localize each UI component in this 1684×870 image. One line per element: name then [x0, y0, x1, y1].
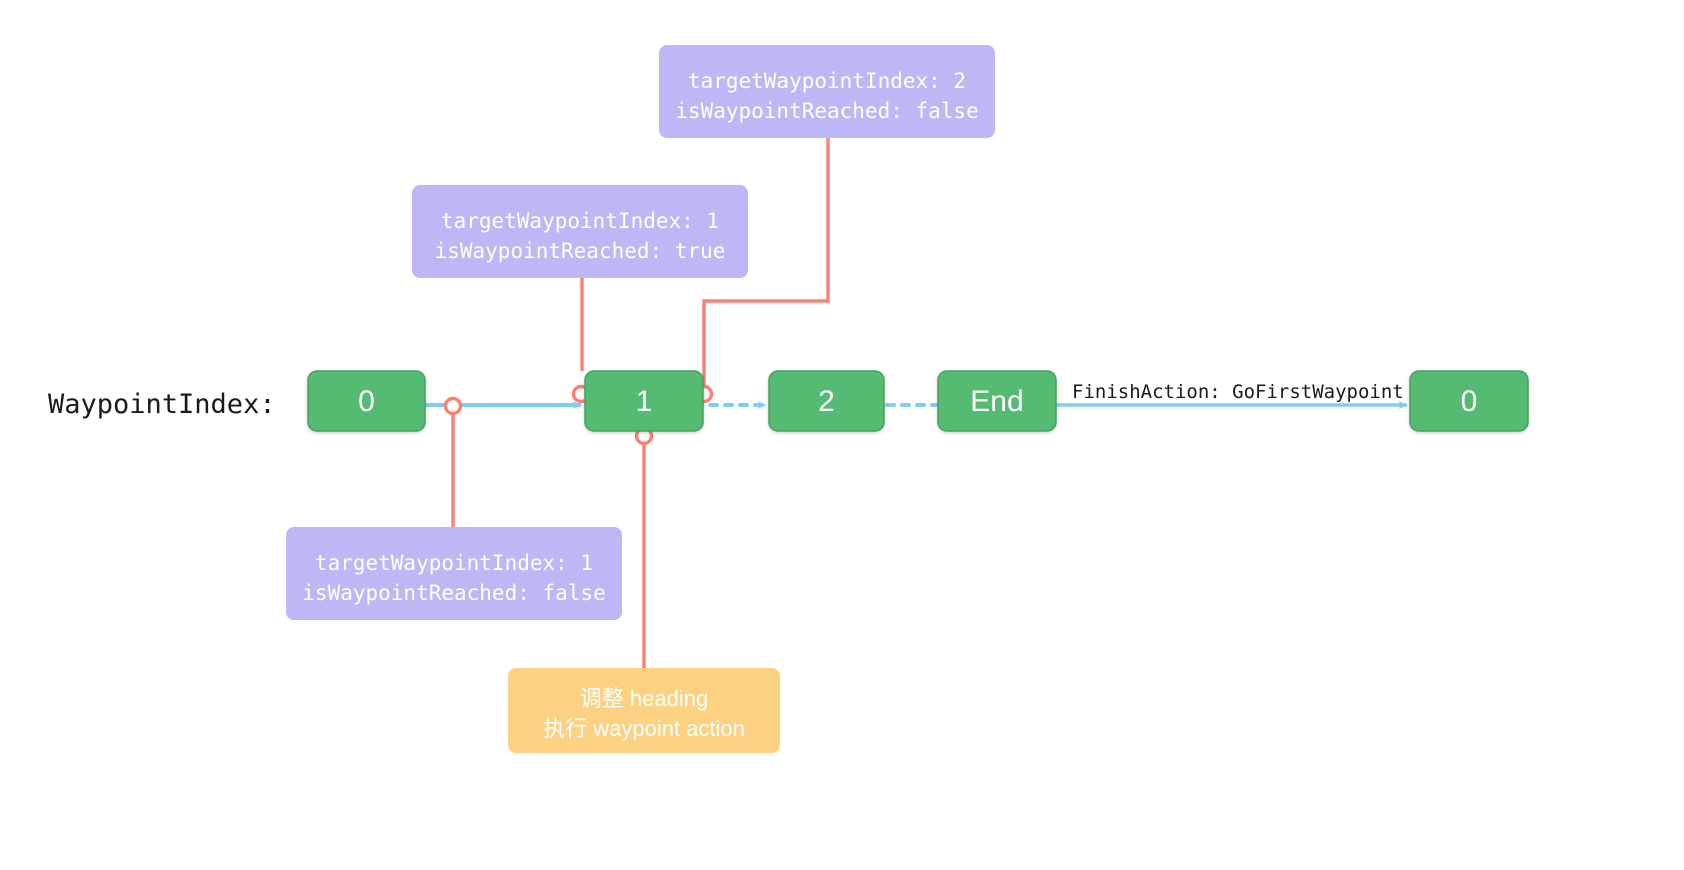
node-waypoint-2[interactable]: 2	[768, 370, 885, 432]
state-notes: targetWaypointIndex: 2 isWaypointReached…	[286, 45, 995, 620]
note-state-top-line-2: isWaypointReached: false	[675, 99, 978, 123]
node-1-box[interactable]	[584, 370, 704, 432]
note-state-top[interactable]: targetWaypointIndex: 2 isWaypointReached…	[659, 45, 995, 138]
note-action[interactable]: 调整 heading 执行 waypoint action	[508, 668, 780, 753]
node-end-box[interactable]	[937, 370, 1057, 432]
node-waypoint-1[interactable]: 1	[584, 370, 704, 432]
flow-edges: FinishAction: GoFirstWaypoint	[425, 381, 1408, 409]
note-state-mid-box[interactable]	[412, 185, 748, 278]
note-state-mid-line-2: isWaypointReached: true	[435, 239, 726, 263]
note-state-lower-left[interactable]: targetWaypointIndex: 1 isWaypointReached…	[286, 527, 622, 620]
note-state-top-line-1: targetWaypointIndex: 2	[688, 69, 966, 93]
note-action-line-2: 执行 waypoint action	[543, 716, 745, 741]
note-state-mid[interactable]: targetWaypointIndex: 1 isWaypointReached…	[412, 185, 748, 278]
note-state-top-box[interactable]	[659, 45, 995, 138]
node-0-restart-label: 0	[1461, 385, 1478, 418]
node-0-label: 0	[358, 385, 375, 418]
note-state-lower-left-line-1: targetWaypointIndex: 1	[315, 551, 593, 575]
node-waypoint-0-restart[interactable]: 0	[1409, 370, 1529, 432]
node-0-box[interactable]	[307, 370, 426, 432]
note-connectors	[451, 138, 830, 668]
note-action-line-1: 调整 heading	[580, 686, 708, 711]
anchor-ring-node0-bottom	[443, 396, 463, 416]
connector-note-top	[702, 138, 830, 387]
waypoint-nodes[interactable]: 0 1 2 End 0	[307, 370, 1529, 432]
note-action-box[interactable]	[508, 668, 780, 753]
node-waypoint-end[interactable]: End	[937, 370, 1057, 432]
edge-label-finish-action: FinishAction: GoFirstWaypoint	[1072, 381, 1404, 403]
note-state-lower-left-line-2: isWaypointReached: false	[302, 581, 605, 605]
node-1-label: 1	[636, 385, 653, 418]
node-end-label: End	[970, 385, 1023, 418]
node-waypoint-0[interactable]: 0	[307, 370, 426, 432]
row-label-waypoint-index: WaypointIndex:	[48, 389, 276, 420]
note-state-mid-line-1: targetWaypointIndex: 1	[441, 209, 719, 233]
node-2-box[interactable]	[768, 370, 885, 432]
node-2-label: 2	[818, 385, 835, 418]
note-state-lower-left-box[interactable]	[286, 527, 622, 620]
node-0-restart-box[interactable]	[1409, 370, 1529, 432]
